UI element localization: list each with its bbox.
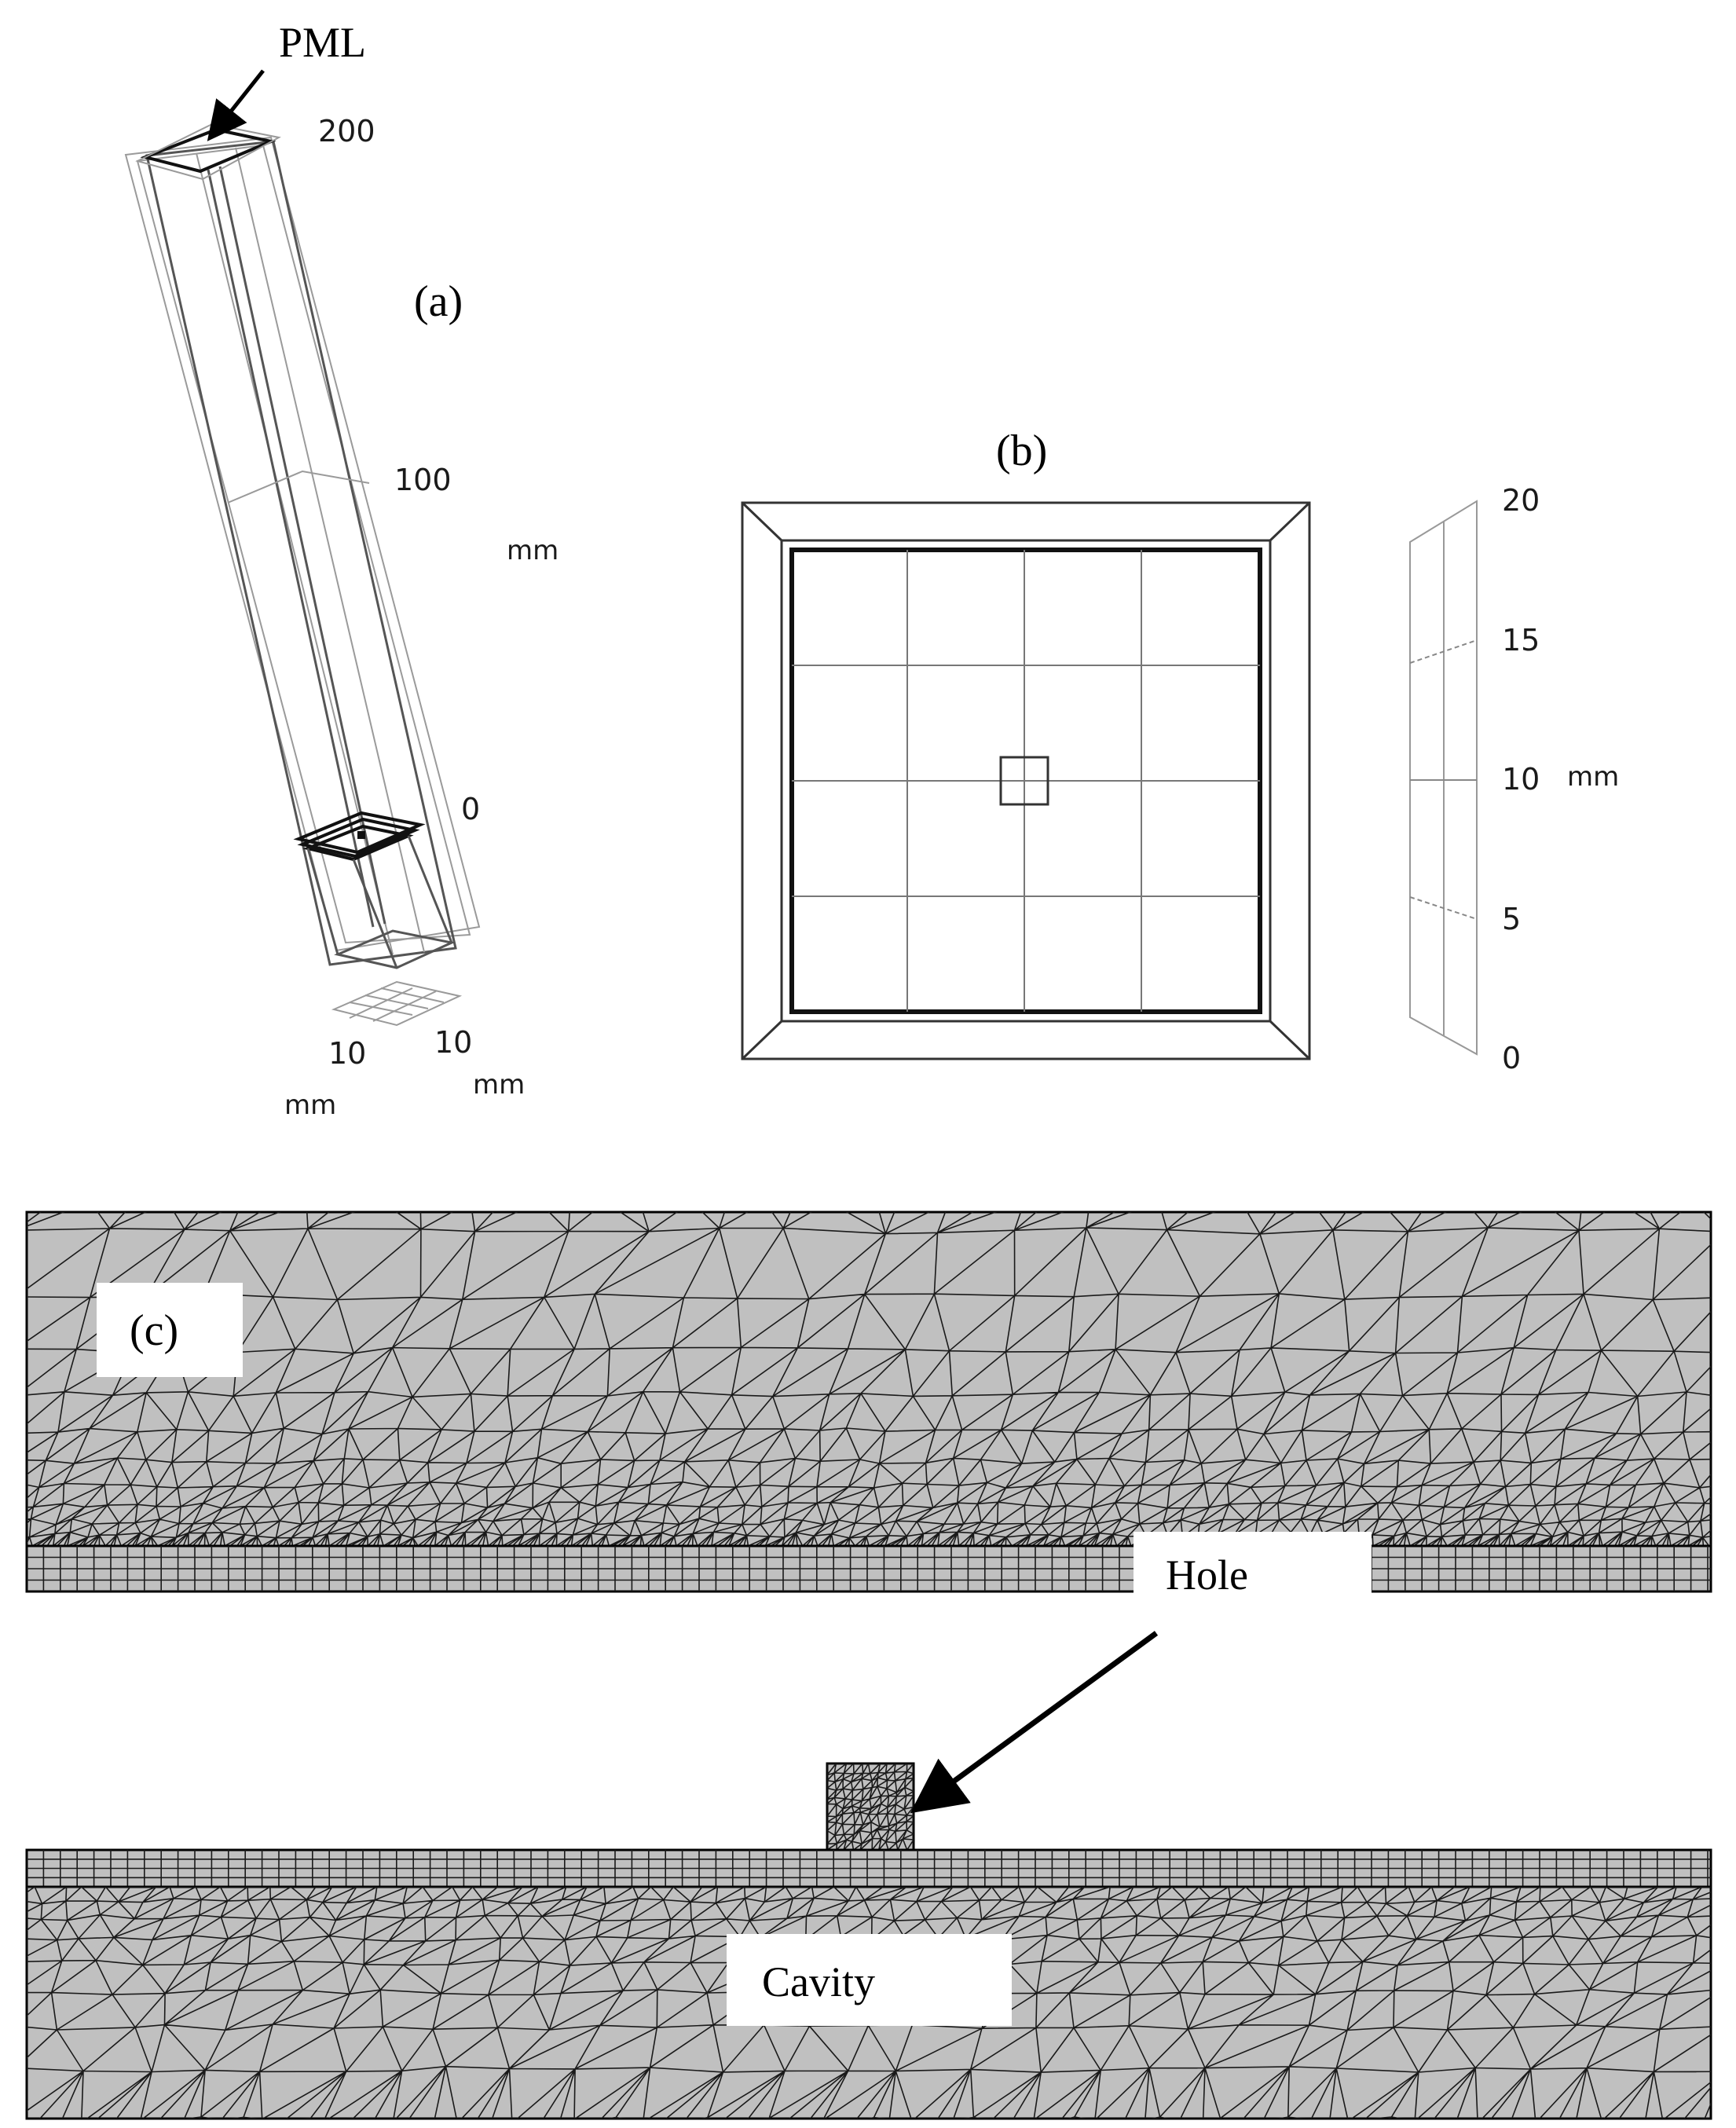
base-tick-left: 10 bbox=[328, 1036, 366, 1071]
axis-tick-200: 200 bbox=[318, 114, 375, 148]
panel-c-label-box bbox=[97, 1283, 243, 1377]
hole-arrow bbox=[910, 1631, 1159, 1814]
hole-label: Hole bbox=[1166, 1551, 1248, 1599]
base-tick-right: 10 bbox=[434, 1025, 472, 1060]
axis-tick-100: 100 bbox=[394, 463, 452, 497]
scale-tick-20: 20 bbox=[1502, 483, 1540, 518]
pml-arrow bbox=[207, 69, 265, 141]
column-wireframe bbox=[124, 123, 481, 1027]
panel-b-top-view: (b) 20 15 bbox=[741, 427, 1619, 1075]
panel-c-mesh: (c) Hole Cavity bbox=[25, 1211, 1712, 2120]
panel-a-3d-column: PML (a) 200 100 mm 0 10 mm 10 mm bbox=[124, 19, 559, 1121]
top-view-square bbox=[741, 501, 1311, 1060]
mesh-cavity-triangles bbox=[27, 1887, 1711, 2119]
plate-lower-grid bbox=[27, 1850, 1711, 1887]
scale-unit: mm bbox=[1567, 761, 1619, 793]
axis-tick-0: 0 bbox=[461, 792, 480, 826]
base-unit-right: mm bbox=[473, 1069, 525, 1101]
hole-marker bbox=[357, 831, 365, 839]
panel-c-label: (c) bbox=[130, 1306, 178, 1355]
scale-tick-5: 5 bbox=[1502, 902, 1521, 936]
panel-a-label: (a) bbox=[414, 277, 463, 326]
cavity-label-box bbox=[727, 1934, 1012, 2026]
scale-tick-15: 15 bbox=[1502, 623, 1540, 657]
cavity-label: Cavity bbox=[762, 1958, 875, 2005]
pml-label: PML bbox=[279, 19, 366, 66]
hole-label-box bbox=[1134, 1532, 1372, 1622]
base-unit-left: mm bbox=[284, 1090, 336, 1121]
scale-tick-10: 10 bbox=[1502, 762, 1540, 797]
hole-outline bbox=[999, 756, 1049, 806]
panel-b-label: (b) bbox=[996, 427, 1047, 475]
mesh-top-region bbox=[25, 1211, 1712, 1547]
scale-tick-0: 0 bbox=[1502, 1041, 1521, 1075]
hole-mesh-triangles bbox=[827, 1764, 914, 1850]
axis-unit-vertical: mm bbox=[507, 535, 559, 566]
panel-b-scale-bar bbox=[1409, 500, 1478, 1056]
